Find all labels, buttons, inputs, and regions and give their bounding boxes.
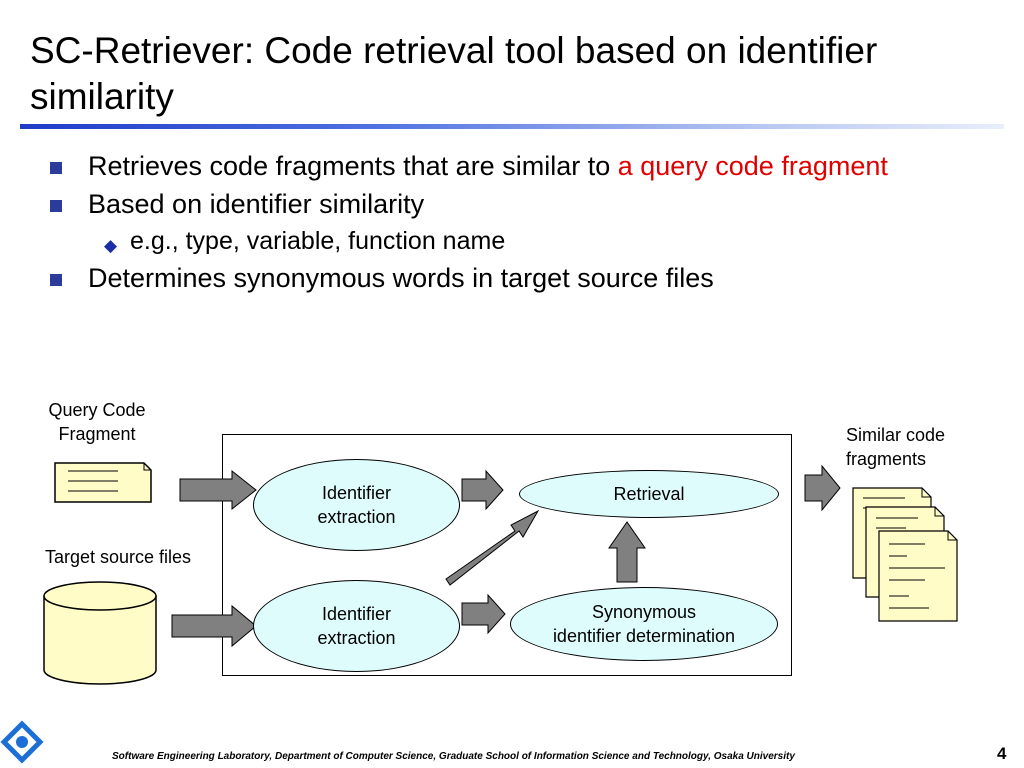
sc-retriever-box [222, 434, 792, 676]
query-label-line2: Fragment [58, 424, 136, 444]
arrow-extraction-to-retrieval [461, 469, 504, 511]
diamond-bullet-icon: ◆ [104, 236, 118, 255]
query-label-line1: Query Code [48, 400, 146, 420]
bullet-determines: Determines synonymous words in target so… [48, 262, 988, 294]
square-bullet-icon [50, 200, 62, 212]
square-bullet-icon [50, 274, 62, 286]
extract-bottom-line2: extraction [317, 628, 396, 648]
similar-code-fragments-label: Similar code fragments [846, 423, 986, 471]
sub-bullet-examples: ◆ e.g., type, variable, function name [48, 226, 988, 256]
bullet-based-on: Based on identifier similarity [48, 188, 988, 220]
extract-bottom-line1: Identifier [321, 604, 392, 624]
arrow-diagonal-to-retrieval [445, 509, 540, 586]
footer-text: Software Engineering Laboratory, Departm… [112, 751, 795, 762]
square-bullet-icon [50, 162, 62, 174]
output-label-line2: fragments [846, 449, 927, 469]
retrieval-node: Retrieval [519, 470, 779, 518]
sub-bullet-examples-text: e.g., type, variable, function name [130, 227, 506, 255]
query-code-fragment-label: Query Code Fragment [22, 398, 172, 446]
synonym-line1: Synonymous [591, 602, 697, 622]
arrow-extraction-to-synonym [461, 593, 506, 635]
synonym-line2: identifier determination [552, 626, 736, 646]
bullet-retrieves: Retrieves code fragments that are simila… [48, 150, 988, 182]
bullet-retrieves-highlight: a query code fragment [617, 151, 888, 181]
osaka-university-logo-icon [0, 720, 44, 764]
slide-title: SC-Retriever: Code retrieval tool based … [30, 30, 878, 117]
bullet-based-on-text: Based on identifier similarity [88, 189, 425, 219]
query-document-icon [54, 462, 152, 503]
bullet-determines-text: Determines synonymous words in target so… [88, 263, 714, 293]
title-divider [20, 124, 1004, 129]
extract-top-line2: extraction [317, 507, 396, 527]
output-documents-icon [852, 487, 958, 622]
bullet-retrieves-text: Retrieves code fragments that are simila… [88, 151, 618, 181]
arrow-query-to-extraction [179, 469, 257, 511]
retrieval-label: Retrieval [613, 484, 685, 504]
identifier-extraction-bottom: Identifier extraction [253, 580, 460, 672]
extract-top-line1: Identifier [321, 483, 392, 503]
bullet-list: Retrieves code fragments that are simila… [48, 150, 988, 300]
synonymous-identifier-determination-node: Synonymous identifier determination [510, 587, 778, 661]
arrow-to-output [804, 464, 841, 512]
database-icon [43, 581, 157, 685]
identifier-extraction-top: Identifier extraction [253, 459, 460, 551]
arrow-synonym-to-retrieval [608, 521, 646, 583]
page-number: 4 [997, 744, 1007, 763]
target-source-files-label: Target source files [44, 547, 192, 567]
arrow-files-to-extraction [171, 604, 257, 648]
output-label-line1: Similar code [846, 425, 946, 445]
